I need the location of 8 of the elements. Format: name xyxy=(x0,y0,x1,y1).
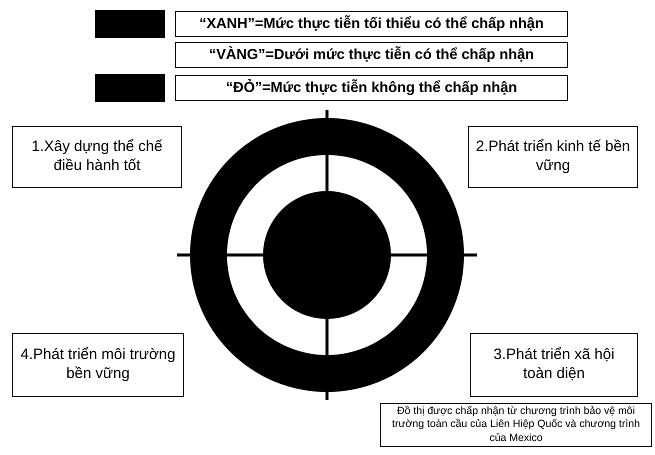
legend-text: “XANH”=Mức thực tiễn tối thiểu có thể chấp nhận xyxy=(175,11,568,37)
category-box: 2.Phát triển kinh tế bền vững xyxy=(468,126,638,188)
legend-text: “ĐỎ”=Mức thực tiễn không thể chấp nhận xyxy=(175,75,568,101)
category-box: 3.Phát triển xã hội toàn diện xyxy=(470,333,638,397)
category-box: 1.Xây dựng thể chế điều hành tốt xyxy=(12,126,182,188)
legend-text: “VÀNG”=Dưới mức thực tiễn có thể chấp nhận xyxy=(175,42,568,68)
category-box: 4.Phát triển môi trường bền vững xyxy=(12,333,184,397)
note-box: Đồ thị được chấp nhận từ chương trình bảo vệ môi trường toàn cầu của Liên Hiệp Quốc và chương trình của Mexico xyxy=(380,403,652,447)
